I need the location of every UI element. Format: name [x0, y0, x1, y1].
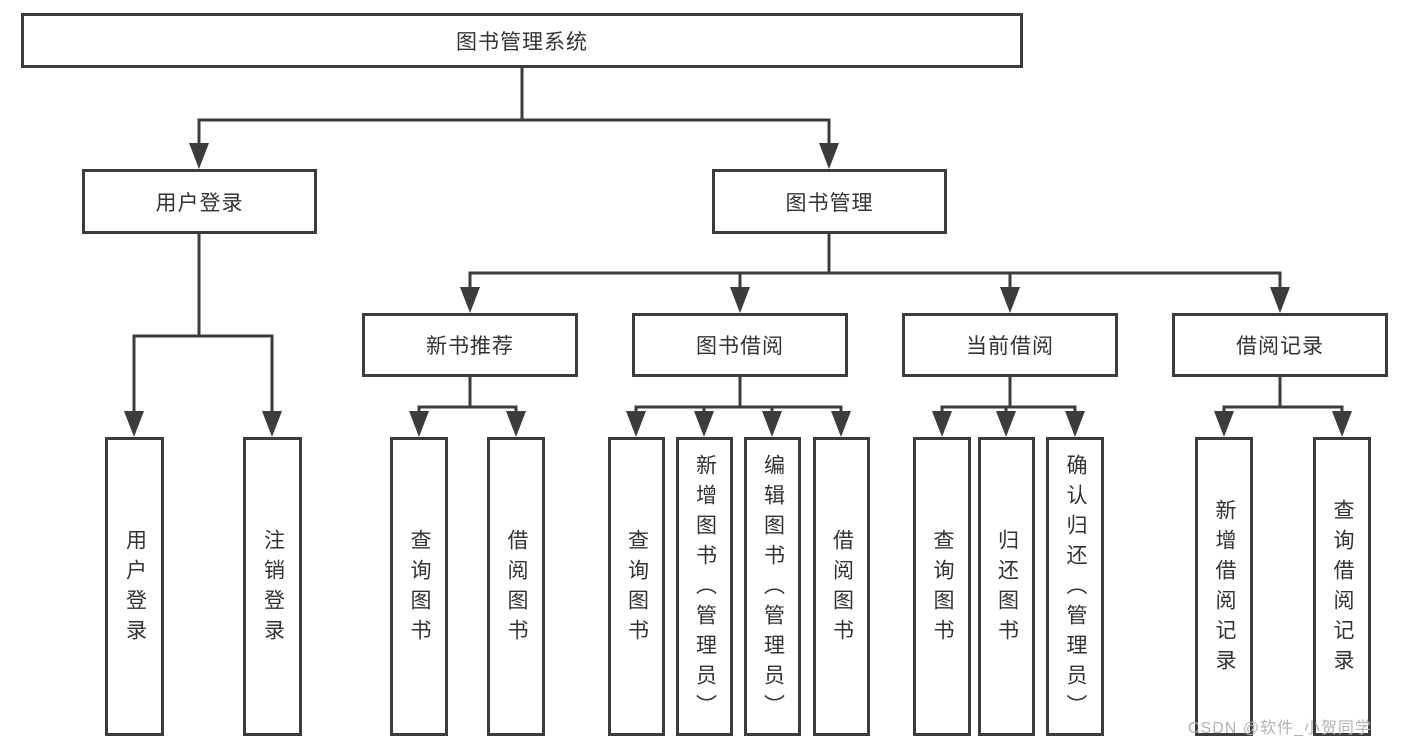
- leaf-query-book-borrow: 查询图书: [608, 437, 665, 736]
- connector-book-borrow-to-leaves: [626, 376, 851, 437]
- arrow-down-icon: [460, 287, 480, 313]
- arrow-down-icon: [932, 411, 952, 437]
- leaf-user-login: 用户登录: [105, 437, 164, 736]
- arrow-down-icon: [996, 411, 1016, 437]
- node-new-book-recommend: 新书推荐: [362, 313, 578, 377]
- arrow-down-icon: [694, 411, 714, 437]
- leaf-add-book-admin: 新增图书（管理员）: [676, 437, 733, 736]
- leaf-edit-book-admin: 编辑图书（管理员）: [744, 437, 801, 736]
- connector-borrow-records-to-leaves: [1214, 376, 1352, 437]
- node-borrow-records: 借阅记录: [1172, 313, 1388, 377]
- arrow-down-icon: [506, 411, 526, 437]
- node-root-library-system: 图书管理系统: [21, 13, 1023, 68]
- leaf-query-book-recommend: 查询图书: [390, 437, 448, 736]
- node-book-management: 图书管理: [712, 169, 947, 234]
- leaf-logout: 注销登录: [243, 437, 302, 736]
- arrow-down-icon: [626, 411, 646, 437]
- arrow-down-icon: [189, 143, 209, 169]
- arrow-down-icon: [1065, 411, 1085, 437]
- leaf-query-book-current: 查询图书: [913, 437, 971, 736]
- node-user-login: 用户登录: [82, 169, 317, 234]
- arrow-down-icon: [819, 143, 839, 169]
- node-book-borrow: 图书借阅: [632, 313, 848, 377]
- connector-new-book-recommend-to-leaves: [409, 376, 526, 437]
- arrow-down-icon: [1000, 287, 1020, 313]
- arrow-down-icon: [124, 411, 144, 437]
- leaf-query-borrow-record: 查询借阅记录: [1313, 437, 1371, 736]
- leaf-return-book: 归还图书: [978, 437, 1035, 736]
- connector-user-login-to-leaves: [124, 233, 282, 437]
- arrow-down-icon: [1214, 411, 1234, 437]
- arrow-down-icon: [1270, 287, 1290, 313]
- arrow-down-icon: [762, 411, 782, 437]
- arrow-down-icon: [1332, 411, 1352, 437]
- connector-current-borrow-to-leaves: [932, 376, 1085, 437]
- arrow-down-icon: [409, 411, 429, 437]
- leaf-confirm-return-admin: 确认归还（管理员）: [1046, 437, 1104, 736]
- leaf-borrow-book-recommend: 借阅图书: [487, 437, 545, 736]
- arrow-down-icon: [262, 411, 282, 437]
- arrow-down-icon: [831, 411, 851, 437]
- arrow-down-icon: [730, 287, 750, 313]
- leaf-borrow-book: 借阅图书: [813, 437, 870, 736]
- node-current-borrow: 当前借阅: [902, 313, 1118, 377]
- connector-root-to-level2: [189, 66, 839, 169]
- leaf-add-borrow-record: 新增借阅记录: [1195, 437, 1253, 736]
- connector-book-management-to-level3: [460, 233, 1290, 313]
- csdn-watermark: CSDN @软件_小贺同学: [1188, 720, 1372, 737]
